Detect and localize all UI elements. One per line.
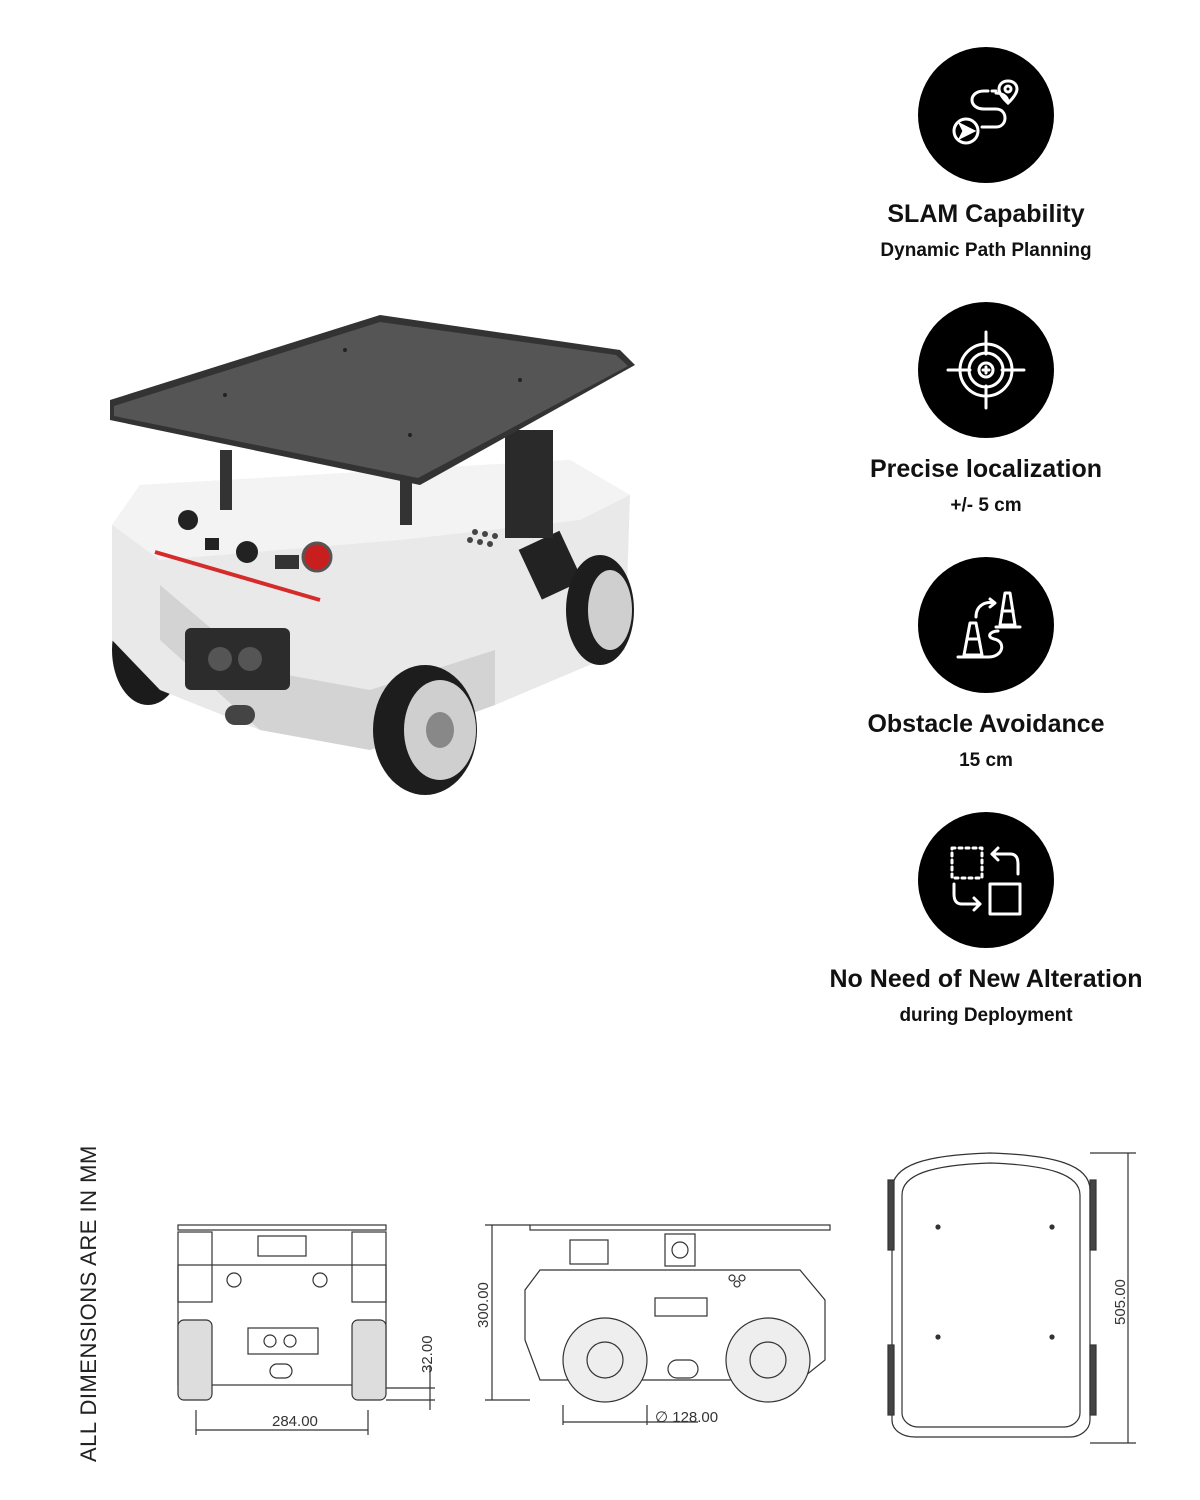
feature-obstacle-avoidance: Obstacle Avoidance 15 cm [826,557,1146,775]
side-view-drawing: 300.00 ∅ 128.00 [475,1224,831,1426]
feature-title: Precise localization [869,455,1103,483]
feature-slam: SLAM Capability Dynamic Path Planning [826,47,1146,265]
feature-badge [918,302,1054,438]
feature-badge [918,812,1054,948]
feature-subtitle: during Deployment [899,1005,1073,1026]
top-view-drawing: 505.00 [887,1152,1136,1444]
height-label: 300.00 [475,1282,492,1328]
feature-no-alteration: No Need of New Alteration during Deploym… [826,812,1146,1030]
transform-swap-icon [950,846,1022,916]
wheel-diameter-label: ∅ 128.00 [655,1409,718,1426]
ground-clearance-label: 32.00 [419,1335,436,1373]
dimensions-note: ALL DIMENSIONS ARE IN MM [76,1145,101,1462]
crosshair-target-icon [946,330,1026,410]
feature-subtitle: Dynamic Path Planning [880,240,1092,261]
feature-title: SLAM Capability [887,200,1085,228]
traffic-cone-icon [956,591,1022,659]
route-path-icon [952,79,1019,145]
feature-subtitle: +/- 5 cm [950,495,1022,516]
feature-localization: Precise localization +/- 5 cm [826,302,1146,520]
feature-subtitle: 15 cm [959,750,1013,771]
robot-product-image [110,315,635,795]
front-width-label: 284.00 [272,1413,318,1430]
front-view-drawing: 32.00 284.00 [177,1224,436,1435]
feature-title: No Need of New Alteration [829,965,1143,993]
feature-badge [918,47,1054,183]
feature-badge [918,557,1054,693]
length-label: 505.00 [1112,1279,1129,1325]
feature-title: Obstacle Avoidance [867,710,1105,738]
